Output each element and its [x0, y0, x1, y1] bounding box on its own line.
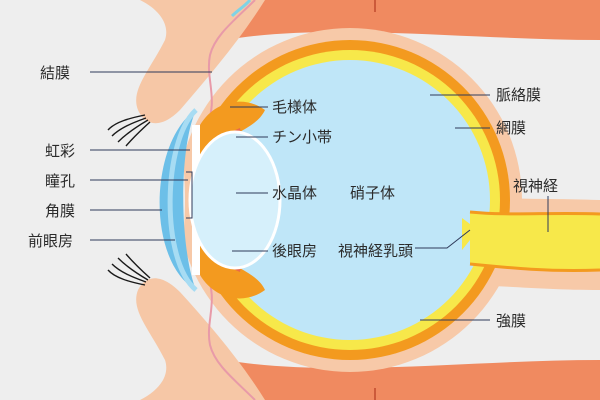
lens: [188, 130, 282, 270]
optic-nerve: [470, 212, 600, 271]
upper-eyelid: [136, 0, 265, 124]
label-sclera: 強膜: [496, 312, 526, 330]
label-optic-nerve: 視神経: [513, 177, 558, 195]
label-vitreous: 硝子体: [350, 184, 395, 202]
label-conjunctiva: 結膜: [40, 64, 70, 82]
leader-lines-center: [230, 106, 268, 252]
label-zonule: チン小帯: [272, 128, 332, 146]
vitreous-body: [210, 60, 490, 340]
label-lens: 水晶体: [272, 184, 317, 202]
label-pupil: 瞳孔: [45, 172, 75, 190]
lower-muscle: [205, 360, 600, 400]
label-posterior-chamber: 後眼房: [272, 242, 317, 260]
label-iris: 虹彩: [45, 142, 75, 160]
label-retina: 網膜: [496, 119, 526, 137]
label-optic-disc: 視神経乳頭: [338, 242, 413, 260]
label-cornea: 角膜: [45, 202, 75, 220]
cornea: [159, 110, 196, 290]
upper-eyelashes: [107, 114, 151, 147]
label-ciliary-body: 毛様体: [272, 98, 317, 116]
lower-eyelashes: [107, 253, 151, 286]
lower-eyelid: [136, 278, 265, 400]
leader-lines-right: [415, 94, 549, 321]
label-choroid: 脈絡膜: [496, 86, 541, 104]
leader-lines-left: [90, 71, 212, 241]
label-anterior-chamber: 前眼房: [28, 232, 73, 250]
upper-muscle: [205, 0, 600, 40]
